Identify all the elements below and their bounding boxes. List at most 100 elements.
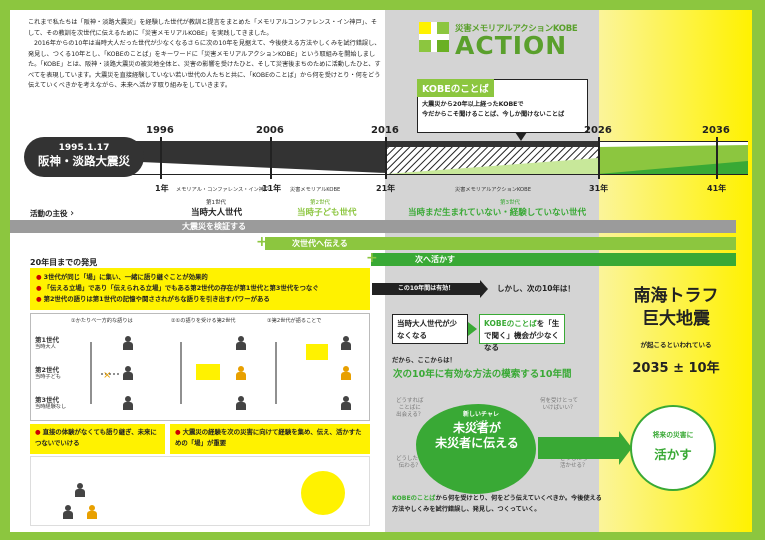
person-icon xyxy=(87,505,97,519)
gen-small: 第3世代 xyxy=(500,200,520,206)
finding-item: 3世代が同じ「場」に集い、一緒に語り継ぐことが効果的 xyxy=(36,272,364,283)
phase-label: メモリアル・コンファレンス・イン神戸 xyxy=(176,187,270,193)
plus-icon: + xyxy=(366,250,378,266)
kobe-kotoba-box: KOBEのことば 大震災から20年以上経ったKOBEで 今だからこそ聞けることば… xyxy=(417,79,588,133)
therefore-text: だから、ここからは！ xyxy=(392,356,456,364)
year-label: 2026 xyxy=(584,125,612,136)
diagram-caption: ②①の語りを受ける第2世代 xyxy=(171,318,236,324)
anniversary-label: 41年 xyxy=(707,184,727,193)
gen3-label: 当時まだ生まれていない・経験していない世代 xyxy=(408,208,586,218)
lesson-text: 直接の体験がなくても語り継ぎ、未来につないでいける xyxy=(35,428,157,447)
diagram-gen-label: 第3世代 xyxy=(35,396,60,404)
arrow-right-icon xyxy=(538,431,632,465)
issue-box-b-text: を「生で聞く」機会が少なくなる xyxy=(484,319,560,352)
generation-diagram: 第1世代 当時大人 第2世代 当時子ども 第3世代 当時経験なし ①かたりべ一方… xyxy=(30,313,370,421)
phase-label: 災害メモリアルアクションKOBE xyxy=(455,187,531,193)
tick-2016 xyxy=(385,137,387,179)
gen-small: 第2世代 xyxy=(310,200,330,206)
anniversary-label: 21年 xyxy=(376,184,396,193)
actor-label: 活動の主役 › xyxy=(30,208,74,219)
person-icon xyxy=(123,366,133,380)
callout-pointer xyxy=(515,132,527,141)
gen-small: 第1世代 xyxy=(206,200,226,206)
plus-icon: + xyxy=(256,234,268,250)
diagram-caption: ③第2世代が語ることで xyxy=(267,318,322,324)
question-text: どうすれば ことばに 出会える？ xyxy=(396,398,424,418)
person-icon xyxy=(341,366,351,380)
future-big: 活かす xyxy=(654,447,692,462)
action-logo-icon xyxy=(419,22,449,52)
anniversary-label: 11年 xyxy=(262,184,282,193)
issue-box-b: KOBEのことばを「生で聞く」機会が少なくなる xyxy=(479,314,565,352)
chevron-right-icon: › xyxy=(70,208,75,219)
person-icon xyxy=(123,396,133,410)
intro-paragraph: 2016年からの10年は当時大人だった世代が少なくなるさらに次の10年を見据えて… xyxy=(28,40,381,89)
gen3-wedge-dark xyxy=(598,161,748,174)
challenge-cloud xyxy=(416,404,536,494)
logo-title: ACTION xyxy=(455,31,568,60)
year-label: 2006 xyxy=(256,125,284,136)
timeline-wedges xyxy=(118,141,748,174)
person-icon xyxy=(236,366,246,380)
place-circle xyxy=(301,471,345,515)
next-decade-text: しかし、次の10年は！ xyxy=(497,284,575,293)
year-label: 1996 xyxy=(146,125,174,136)
gen1-label: 当時大人世代 xyxy=(191,208,243,218)
gen1-wedge xyxy=(118,141,386,173)
next-decade-goal: 次の10年に有効な方法の模索する10年間 xyxy=(393,369,572,380)
nankai-subtitle: が起こるといわれている xyxy=(640,341,712,349)
pass-on-arrow: 次世代へ伝える xyxy=(265,237,736,250)
bottom-summary-text: から何を受けとり、何をどう伝えていくべきか。今後使える方法やしくみを試行錯誤し、… xyxy=(392,495,602,513)
person-icon xyxy=(63,505,73,519)
tick-2026 xyxy=(598,137,600,179)
phase-label: 災害メモリアルKOBE xyxy=(290,187,341,193)
intro-paragraph: これまで私たちは「阪神・淡路大震災」を経験した世代が教訓と提言をまとめた「メモリ… xyxy=(28,19,378,37)
lesson-box-2: 大震災の経験を次の災害に向けて経験を集め、伝え、活かすための「場」が重要 xyxy=(170,424,370,454)
person-icon xyxy=(75,483,85,497)
actor-label-text: 活動の主役 xyxy=(30,209,68,218)
future-small: 将来の災害に xyxy=(652,431,694,439)
gen3-wedge xyxy=(386,158,598,174)
nankai-year: 2035 ± 10年 xyxy=(632,361,720,376)
arrow-label: 大震災を検証する xyxy=(182,222,246,231)
anniversary-label: 1年 xyxy=(155,184,169,193)
tick-2036 xyxy=(716,137,718,179)
kobe-kotoba-text: KOBEのことば xyxy=(484,319,537,328)
challenge-title: 未災者が 未災者に伝える xyxy=(435,421,519,450)
diagram-gen-label: 第2世代 xyxy=(35,366,60,374)
diagram-lines: × xyxy=(90,342,328,404)
challenge-label: 新しいチャレンジ xyxy=(463,411,499,427)
question-text: どうしたら 伝わる？ xyxy=(396,456,424,469)
year-label: 2036 xyxy=(702,125,730,136)
findings-title: 20年目までの発見 xyxy=(30,258,98,267)
person-icon xyxy=(341,336,351,350)
intro-text: これまで私たちは「阪神・淡路大震災」を経験した世代が教訓と提言をまとめた「メモリ… xyxy=(28,18,382,92)
disaster-badge: 1995.1.17 阪神・淡路大震災 xyxy=(24,137,144,177)
svg-text:×: × xyxy=(103,370,111,381)
arrow-label: 次世代へ伝える xyxy=(292,239,348,248)
effective-arrow: この10年間は有効！ xyxy=(372,280,488,298)
question-text: 何を受けとって いけばいい？ xyxy=(540,398,579,411)
verify-arrow: 大震災を検証する xyxy=(10,220,736,233)
year-label: 2016 xyxy=(371,125,399,136)
kobe-box-line: 今だからこそ聞けることば、今しか聞けないことば xyxy=(422,111,565,118)
diagram-caption: ①かたりべ一方的な語りは xyxy=(71,318,133,324)
diagram-gen-label: 第1世代 xyxy=(35,336,60,344)
diagram-gen-sub: 当時子ども xyxy=(35,374,61,380)
kobe-box-line: 大震災から20年以上経ったKOBEで xyxy=(422,101,524,108)
lesson-illustration xyxy=(30,456,370,526)
bottom-summary: KOBEのことばから何を受けとり、何をどう伝えていくべきか。今後使える方法やしく… xyxy=(392,494,602,515)
badge-title: 阪神・淡路大震災 xyxy=(38,154,130,168)
issue-box-a: 当時大人世代が少なくなる xyxy=(392,314,468,344)
gen2-label: 当時子ども世代 xyxy=(297,208,357,218)
person-icon xyxy=(123,336,133,350)
finding-item: 「伝える立場」であり「伝えられる立場」でもある第2世代の存在が第1世代と第3世代… xyxy=(36,283,364,294)
kobe-kotoba-text: KOBEのことば xyxy=(392,495,436,502)
anniversary-label: 31年 xyxy=(589,184,609,193)
badge-date: 1995.1.17 xyxy=(58,143,110,153)
person-icon xyxy=(341,396,351,410)
utilize-arrow: 次へ活かす xyxy=(371,253,736,266)
finding-item: 第2世代の語りは第1世代の記憶や関さされがちな語りを引き出すパワーがある xyxy=(36,294,364,305)
lesson-text: 大震災の経験を次の災害に向けて経験を集め、伝え、活かすための「場」が重要 xyxy=(175,428,362,447)
